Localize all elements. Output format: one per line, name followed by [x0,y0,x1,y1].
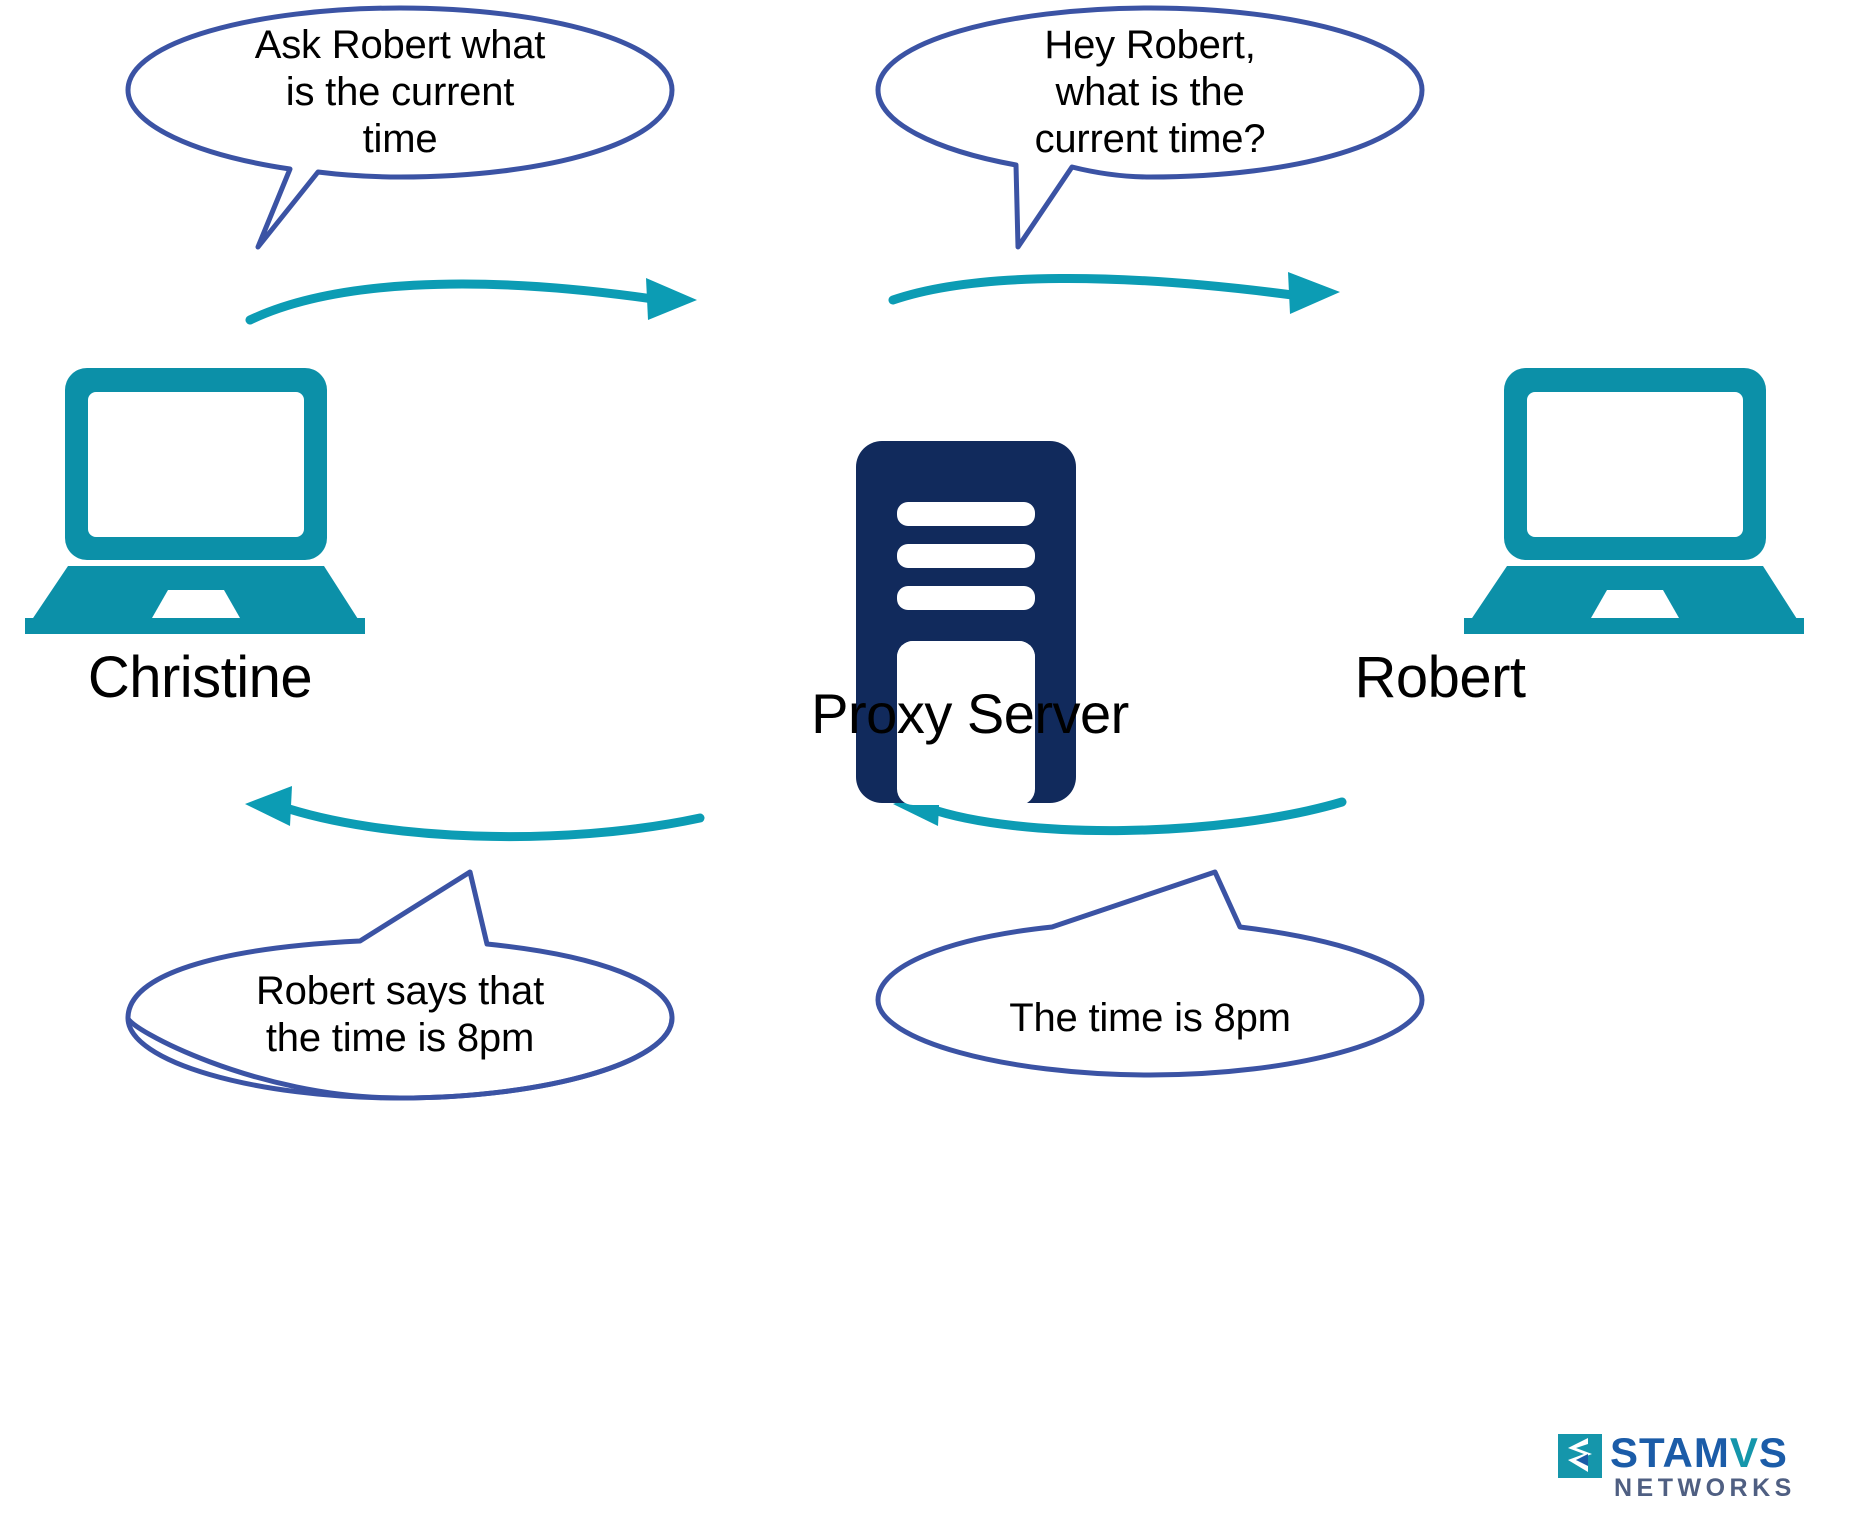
arrow-christine-to-proxy [245,278,697,325]
laptop-icon-christine [25,368,365,634]
speech-bubble-top-right [875,5,1425,250]
bubble-text-top-right: Hey Robert, what is the current time? [1034,23,1266,162]
server-tower-icon-proxy [856,441,1076,805]
logo-word-part3: S [1758,1429,1788,1476]
bubble-text-top-left: Ask Robert what is the current time [254,23,546,162]
logo-word-part1: STAM [1610,1429,1730,1476]
node-label-christine: Christine [87,645,313,710]
arrow-proxy-to-christine [245,786,705,842]
bubble-text-bottom-right: The time is 8pm [1009,996,1291,1040]
speech-bubble-bottom-left [125,869,675,1101]
bubble-text-bottom-left: Robert says that the time is 8pm [255,969,545,1061]
stamus-logo-mark-icon [1558,1434,1602,1478]
logo-subtitle: NETWORKS [1614,1474,1796,1502]
logo-wordmark: STAMVS [1610,1432,1788,1474]
logo-word-part2: V [1729,1429,1759,1476]
stamus-networks-logo: STAMVS NETWORKS [1558,1432,1858,1518]
arrow-proxy-to-robert [888,272,1340,314]
laptop-icon-robert [1464,368,1804,634]
node-label-proxy-server: Proxy Server [811,682,1129,745]
speech-bubble-bottom-right [875,869,1425,1078]
node-label-robert: Robert [1354,645,1526,710]
speech-bubble-top-left [125,5,675,250]
